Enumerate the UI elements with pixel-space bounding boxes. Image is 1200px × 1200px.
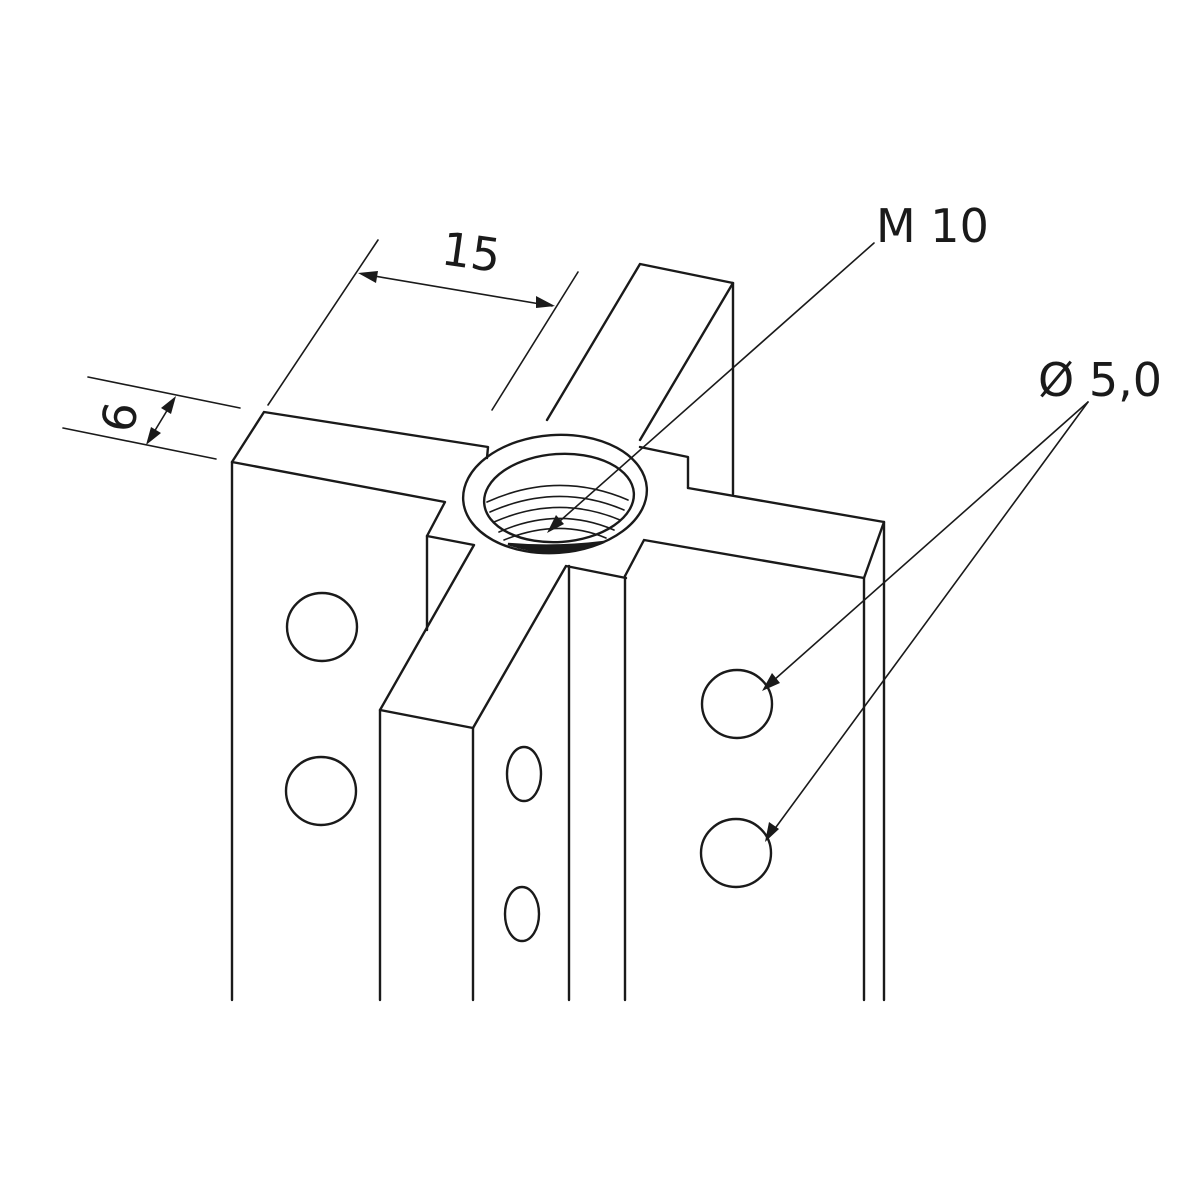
left-face-hole-2 [284,755,358,827]
thread-ring-6 [503,527,607,541]
right-wing [623,486,886,1002]
left-wing-front [230,460,447,1002]
thread-bottom [507,540,605,553]
right-face-hole-2 [699,817,773,889]
front-face-hole-1 [505,745,543,803]
thread-ring-1 [482,452,636,544]
thread-outer [461,433,649,555]
front-wing-face [378,564,628,730]
leader-m10-arrow [547,515,564,533]
dim-15-label: 15 [439,221,504,283]
leader-m10-label: M 10 [876,199,989,253]
dim-6-arrow-bottom [146,427,161,445]
dim-15-ext-right [491,271,579,411]
dim-6-ext-bottom [62,427,217,460]
front-wing [378,534,628,1002]
thread-ring-4 [493,506,621,523]
leader-m10-line [551,242,875,529]
leader-hole: Ø 5,0 [762,353,1162,842]
dim-15-arrow-left [358,271,378,283]
leader-hole-arrow-2 [765,822,779,842]
left-face-hole-1 [285,591,359,663]
leader-hole-line-1 [764,401,1089,689]
front-wing-top [378,534,476,1002]
threaded-hole [461,433,649,555]
dim-6-label: 6 [91,398,149,436]
dim-15-line [361,273,553,307]
leader-m10: M 10 [547,199,989,533]
left-wing-top [230,410,490,464]
leader-hole-arrow-1 [762,673,780,691]
back-wing-outline [545,262,735,496]
thread-ring-2 [486,484,629,503]
back-wing [545,262,735,496]
dim-6-arrow-top [161,396,176,414]
left-wing [230,410,490,1002]
dim-6: 6 [62,376,241,460]
thread-ring-3 [489,495,625,513]
front-face-hole-2 [503,885,541,943]
back-wing-edge [638,281,735,442]
dim-15: 15 [267,221,579,411]
right-wing-top [623,486,886,580]
leader-hole-line-2 [767,401,1089,839]
dim-6-ext-top [87,376,241,409]
right-face-hole-1 [700,668,774,740]
leader-hole-label: Ø 5,0 [1038,353,1162,407]
back-wing-notch [638,445,690,490]
dim-15-arrow-right [536,296,555,308]
dim-15-ext-left [267,239,379,406]
